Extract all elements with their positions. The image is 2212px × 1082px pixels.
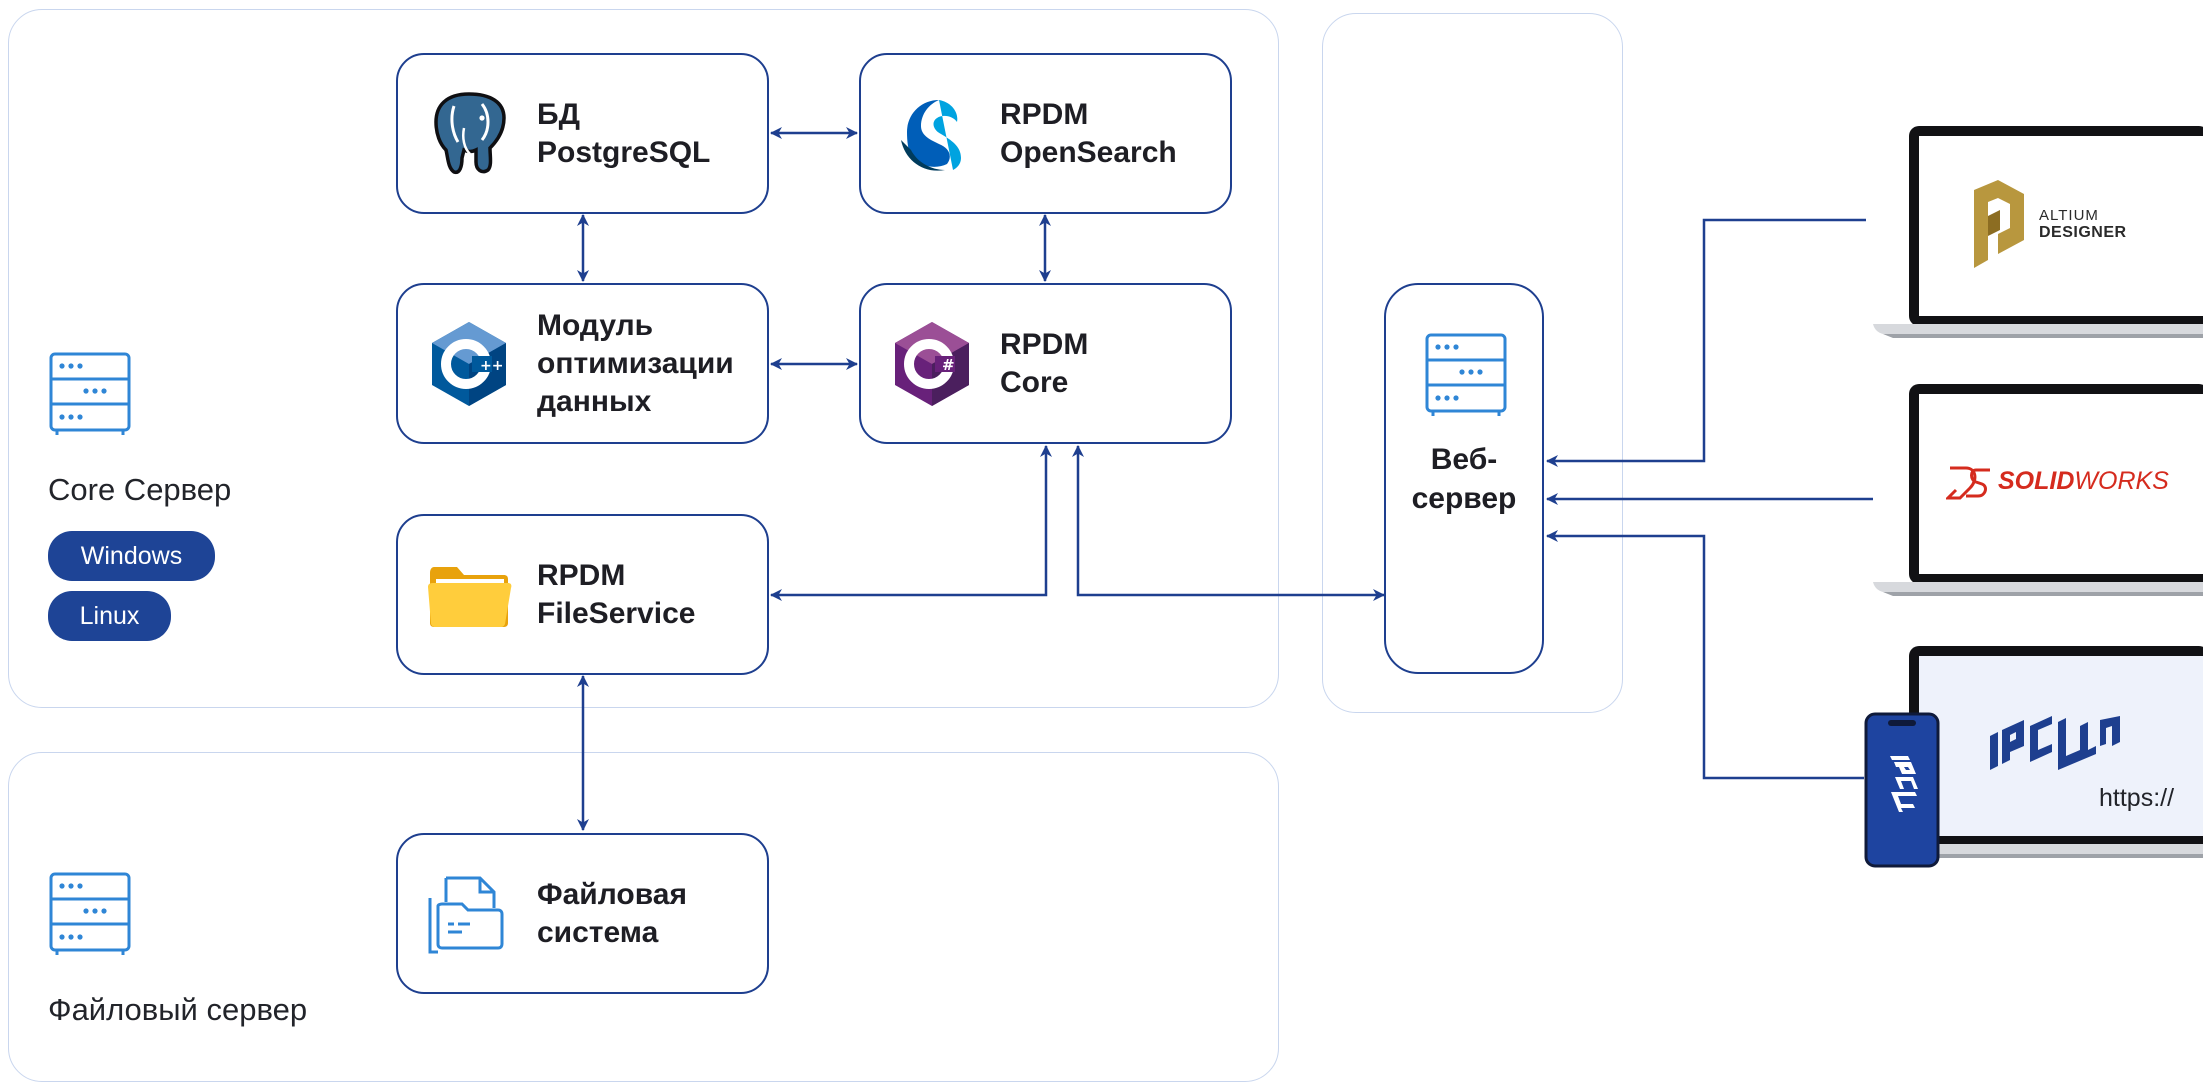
https-url-text: https:// xyxy=(2099,784,2175,812)
optimization-node: ++ Модуль оптимизации данных xyxy=(396,283,769,444)
solidworks-suffix: WORKS xyxy=(2074,467,2169,495)
webserver-node xyxy=(1384,283,1544,674)
filesystem-label: Файловая система xyxy=(537,835,757,992)
file-server-label: Файловый сервер xyxy=(48,992,308,1027)
filesystem-line1: Файловая xyxy=(537,877,687,911)
core-server-icon xyxy=(49,352,131,435)
solidworks-wordmark: SOLIDWORKS xyxy=(1998,467,2169,496)
postgresql-elephant-icon xyxy=(434,92,506,175)
altium-bottom-text: DESIGNER xyxy=(2039,224,2127,241)
csharp-icon: # xyxy=(895,322,969,406)
filesystem-line2: система xyxy=(537,915,659,949)
altium-wordmark: ALTIUM DESIGNER xyxy=(2039,207,2149,242)
linux-badge: Linux xyxy=(48,591,171,641)
optimization-label: Модуль оптимизации данных xyxy=(537,285,757,442)
smartphone-icon xyxy=(1864,712,1940,868)
fileservice-label: RPDM FileService xyxy=(537,516,757,673)
fileservice-line1: RPDM xyxy=(537,558,626,592)
opensearch-line1: RPDM xyxy=(1000,97,1089,131)
postgresql-line1: БД xyxy=(537,97,580,131)
postgresql-label: БД PostgreSQL xyxy=(537,55,757,212)
optimization-line3: данных xyxy=(537,384,652,418)
opensearch-node: RPDM OpenSearch xyxy=(859,53,1232,214)
windows-badge: Windows xyxy=(48,531,215,581)
laptop-solidworks xyxy=(1873,384,2203,596)
core-line1: RPDM xyxy=(1000,327,1089,361)
laptop-altium xyxy=(1873,126,2203,338)
core-node: # RPDM Core xyxy=(859,283,1232,444)
core-server-label: Core Сервер xyxy=(48,472,232,507)
postgresql-node: БД PostgreSQL xyxy=(396,53,769,214)
opensearch-label: RPDM OpenSearch xyxy=(1000,55,1220,212)
opensearch-icon xyxy=(901,100,961,171)
webserver-line2: сервер xyxy=(1411,482,1517,515)
altium-logo-icon xyxy=(1974,180,2024,268)
rpdm-logo-icon xyxy=(1990,716,2120,770)
file-system-icon xyxy=(428,876,504,954)
optimization-line2: оптимизации xyxy=(537,346,734,380)
optimization-line1: Модуль xyxy=(537,308,654,342)
server-icon xyxy=(1425,333,1507,416)
webserver-line1: Веб- xyxy=(1430,443,1498,476)
core-label: RPDM Core xyxy=(1000,285,1220,442)
opensearch-line2: OpenSearch xyxy=(1000,135,1177,169)
fileservice-line2: FileService xyxy=(537,596,696,630)
core-line2: Core xyxy=(1000,365,1069,399)
filesystem-node: Файловая система xyxy=(396,833,769,994)
solidworks-ds-icon xyxy=(1946,466,1990,500)
altium-top-text: ALTIUM xyxy=(2039,207,2099,224)
postgresql-line2: PostgreSQL xyxy=(537,135,711,169)
solidworks-prefix: SOLID xyxy=(1998,467,2075,495)
folder-icon xyxy=(428,567,512,627)
webserver-label: Веб- сервер xyxy=(1384,440,1544,518)
svg-text:#: # xyxy=(942,356,955,374)
file-server-icon xyxy=(49,872,131,955)
fileservice-node: RPDM FileService xyxy=(396,514,769,675)
cpp-icon: ++ xyxy=(432,322,506,406)
svg-text:++: ++ xyxy=(480,358,503,374)
